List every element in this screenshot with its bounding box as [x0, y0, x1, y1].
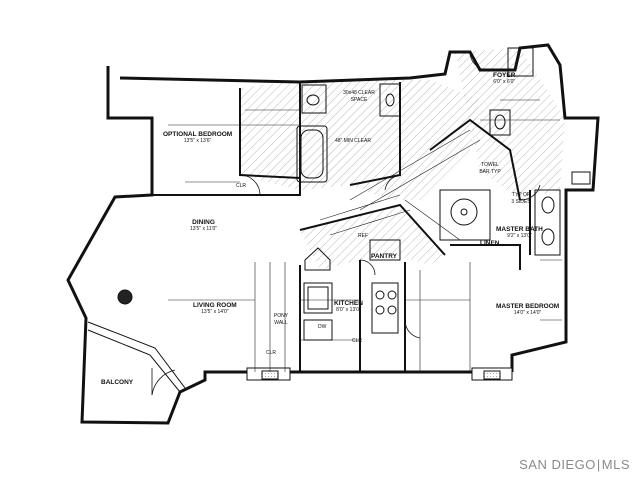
dw-note: DW [318, 324, 327, 330]
typ-sides-note: TYP OF 3 SIDES [511, 192, 531, 205]
master-bath-label: MASTER BATH 9'2" x 13'0" [496, 226, 543, 239]
master-bedroom-label: MASTER BEDROOM 14'0" x 14'0" [496, 303, 560, 316]
kitchen-label: KITCHEN 8'0" x 13'0" [334, 300, 363, 313]
min-clear-note: 48" MIN CLEAR [335, 138, 371, 144]
balcony [87, 289, 186, 393]
exterior-walls [66, 43, 600, 425]
windows [246, 171, 591, 381]
clear-space-note: 30x48 CLEAR SPACE [343, 90, 375, 103]
linen-label: LINEN [480, 240, 500, 247]
balcony-label: BALCONY [101, 379, 134, 386]
pantry-label: PANTRY [371, 253, 397, 260]
clr-note-3: CLR [236, 183, 247, 189]
optional-bedroom-label: OPTIONAL BEDROOM 13'5" x 13'6" [163, 131, 233, 144]
foyer-label: FOYER 6'0" x 6'0" [493, 72, 516, 85]
clr-note-1: CLR [266, 350, 277, 356]
living-room-label: LIVING ROOM 13'5" x 14'0" [193, 302, 237, 315]
kitchen-fixtures [303, 239, 401, 341]
dining-label: DINING 13'5" x 11'0" [190, 219, 218, 232]
mls-watermark: SAN DIEGO|MLS [519, 457, 630, 472]
bath-fixtures [296, 47, 561, 256]
pony-wall-note: PONY WALL [273, 313, 289, 326]
door-swings [151, 51, 541, 396]
ref-note: REF [358, 233, 368, 239]
towel-bar-note: TOWEL BAR TYP [479, 162, 501, 175]
clr-note-2: CLR [352, 338, 363, 344]
